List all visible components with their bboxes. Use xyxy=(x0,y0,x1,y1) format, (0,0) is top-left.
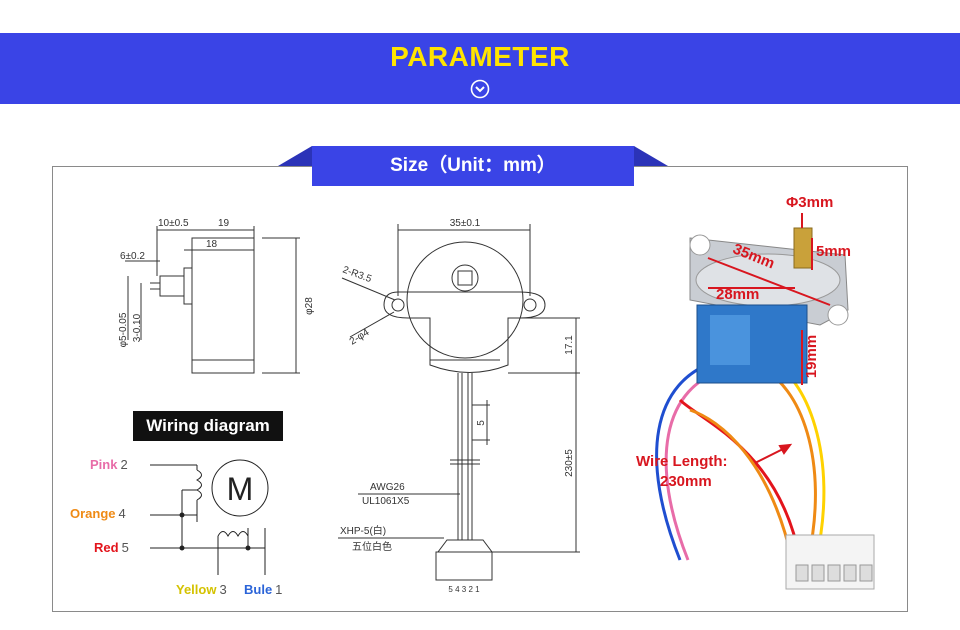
size-tab-label: Size（Unit：mm） xyxy=(312,146,634,186)
shaft-diameter-label: Φ3mm xyxy=(786,194,834,211)
connector-desc-label: 五位白色 xyxy=(352,540,392,553)
chevron-down-icon[interactable] xyxy=(470,79,490,99)
height-label: 19mm xyxy=(803,334,821,379)
wiring-schematic xyxy=(150,459,269,575)
motor-symbol: M xyxy=(227,471,254,507)
dim-depth-18: 18 xyxy=(206,239,218,250)
wire-spec-label: UL1061X5 xyxy=(362,496,410,507)
wire-length-label: Wire Length: xyxy=(636,453,728,470)
header-banner: PARAMETER xyxy=(0,33,960,104)
dim-shaft-length: 10±0.5 xyxy=(158,218,189,229)
tab-ribbon-shape xyxy=(278,146,668,166)
body-diameter-label: 28mm xyxy=(716,286,760,303)
dim-shaft-dia: φ5-0.05 xyxy=(118,312,129,347)
junction-dot xyxy=(179,545,185,551)
page-title: PARAMETER xyxy=(390,41,570,72)
dim-diameter: φ28 xyxy=(304,297,315,315)
dim-radius: 2-R3.5 xyxy=(341,264,373,285)
junction-dot xyxy=(179,512,185,518)
junction-dot xyxy=(245,545,251,551)
motor-photo xyxy=(655,227,875,590)
front-view-drawing xyxy=(338,224,580,581)
size-tab: Size（Unit：mm） xyxy=(278,146,668,186)
dim-body-depth: 19 xyxy=(218,218,230,229)
dim-mount-distance: 35±0.1 xyxy=(450,218,481,229)
connector-pin-numbers: 5 4 3 2 1 xyxy=(448,585,480,594)
wire-length-value: 230mm xyxy=(660,473,712,490)
dim-flat: 6±0.2 xyxy=(120,251,145,262)
dim-strip: 5 xyxy=(476,420,487,426)
connector-spec-label: XHP-5(白) xyxy=(340,524,386,537)
dim-wire-length: 230±5 xyxy=(564,449,575,477)
wire-gauge-label: AWG26 xyxy=(370,482,405,493)
shaft-length-label: 5mm xyxy=(816,243,852,260)
wiring-diagram-title: Wiring diagram xyxy=(133,411,283,441)
parameter-panel xyxy=(52,166,908,612)
dim-height: 17.1 xyxy=(564,335,575,355)
side-view-drawing xyxy=(125,226,300,374)
dim-shaft-flat: 3-0.10 xyxy=(132,313,143,342)
dim-hole: 2-φ4 xyxy=(348,327,372,348)
